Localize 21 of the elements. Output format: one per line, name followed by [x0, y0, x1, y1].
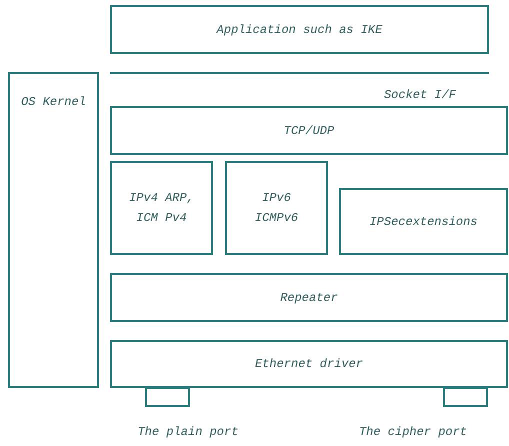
layer-label: Repeater: [280, 290, 338, 306]
port-caption: The cipher port: [358, 424, 468, 440]
interface-label: Socket I/F: [382, 87, 457, 103]
layer-box: [110, 340, 508, 388]
layer-label: IPv6 ICMPv6: [254, 190, 300, 227]
layer-box: [110, 106, 508, 155]
layer-box: [225, 161, 328, 255]
port-box: [145, 387, 190, 407]
layer-box: [8, 72, 99, 388]
layer-box: [339, 188, 508, 255]
port-caption: The plain port: [136, 424, 240, 440]
port-box: [443, 387, 488, 407]
layer-label: TCP/UDP: [284, 122, 334, 140]
layer-box: [110, 161, 213, 255]
layer-label: OS Kernel: [20, 94, 87, 111]
layer-label: IPSecextensions: [369, 214, 478, 230]
layer-label: Ethernet driver: [254, 356, 364, 373]
layer-label: IPv4 ARP, ICM Pv4: [128, 190, 195, 227]
layer-label: Application such as IKE: [216, 22, 382, 38]
layer-box: [110, 5, 489, 54]
layer-box: [110, 273, 508, 322]
